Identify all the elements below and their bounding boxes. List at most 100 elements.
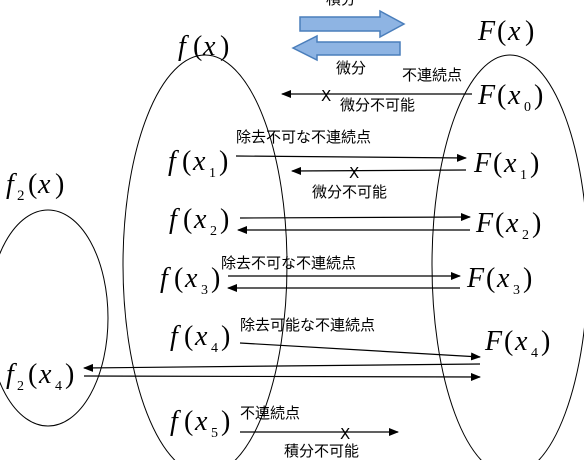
svg-text:F: F	[466, 263, 485, 294]
term-f-x4: f ( x 4 )	[170, 321, 230, 356]
svg-text:F: F	[484, 326, 503, 357]
term-f-x1: f ( x 1 )	[168, 146, 228, 181]
term-f-x3: f ( x 3 )	[160, 263, 220, 298]
svg-text:(: (	[28, 169, 37, 200]
x-mark-x5: X	[340, 425, 350, 443]
svg-text:): )	[541, 326, 550, 357]
term-F-x3: F ( x 3 )	[466, 263, 532, 298]
svg-text:3: 3	[513, 283, 520, 298]
svg-text:F: F	[477, 80, 496, 111]
svg-text:): )	[525, 16, 534, 47]
not-differentiable-label-x1: 微分不可能	[312, 183, 387, 201]
set-f-ellipse	[122, 54, 288, 460]
svg-text:x: x	[194, 321, 208, 352]
svg-text:(: (	[174, 263, 183, 294]
svg-text:f: f	[170, 321, 181, 352]
derivative-label: 微分	[336, 59, 366, 77]
svg-text:x: x	[184, 263, 198, 294]
svg-text:(: (	[497, 16, 506, 47]
svg-text:): )	[221, 321, 230, 352]
svg-text:): )	[211, 263, 220, 294]
integral-label: 積分	[326, 0, 356, 8]
svg-text:f: f	[170, 406, 181, 437]
arrow-f-x4-to-F	[239, 342, 481, 361]
svg-text:(: (	[497, 80, 506, 111]
svg-text:x: x	[505, 208, 519, 239]
svg-text:x: x	[192, 146, 206, 177]
term-f-x5: f ( x 5 )	[170, 406, 230, 441]
svg-text:F: F	[475, 208, 494, 239]
removable-label-x4: 除去可能な不連続点	[240, 316, 375, 334]
svg-text:(: (	[504, 326, 513, 357]
svg-text:2: 2	[17, 379, 24, 394]
svg-text:(: (	[486, 263, 495, 294]
svg-text:(: (	[183, 204, 192, 235]
svg-text:): )	[220, 31, 229, 62]
svg-text:f: f	[169, 204, 180, 235]
svg-text:f: f	[6, 169, 17, 200]
svg-text:1: 1	[209, 166, 216, 181]
term-F-x0: F ( x 0 )	[477, 80, 543, 115]
svg-text:0: 0	[524, 100, 531, 115]
svg-text:(: (	[493, 148, 502, 179]
svg-text:(: (	[28, 359, 37, 390]
discontinuous-label-x5: 不連続点	[240, 404, 300, 422]
svg-text:x: x	[37, 169, 51, 200]
svg-text:x: x	[38, 359, 52, 390]
header-F-x: F ( x )	[477, 16, 534, 47]
svg-text:): )	[221, 406, 230, 437]
svg-text:2: 2	[522, 228, 529, 243]
svg-text:5: 5	[211, 426, 218, 441]
svg-text:): )	[220, 204, 229, 235]
svg-text:(: (	[184, 321, 193, 352]
term-F-x4: F ( x 4 )	[484, 326, 550, 361]
svg-text:): )	[523, 263, 532, 294]
arrow-F-x4-to-f2	[83, 363, 481, 372]
term-f-x2: f ( x 2 )	[169, 204, 229, 239]
svg-text:): )	[219, 146, 228, 177]
term-F-x2: F ( x 2 )	[475, 208, 541, 243]
svg-text:3: 3	[201, 283, 208, 298]
non-removable-label-x1: 除去不可な不連続点	[236, 128, 371, 146]
svg-text:): )	[65, 359, 74, 390]
svg-text:(: (	[184, 406, 193, 437]
svg-text:): )	[55, 169, 64, 200]
not-differentiable-label-x0: 微分不可能	[340, 96, 415, 114]
svg-text:1: 1	[520, 168, 527, 183]
svg-text:): )	[534, 80, 543, 111]
svg-text:f: f	[168, 146, 179, 177]
arrow-f2-to-F-x4	[83, 372, 481, 381]
x-mark-x0: X	[321, 87, 331, 105]
discontinuous-label-x0: 不連続点	[402, 66, 462, 84]
svg-text:4: 4	[531, 346, 538, 361]
svg-text:f: f	[6, 359, 17, 390]
not-integrable-label-x5: 積分不可能	[284, 442, 359, 460]
svg-text:2: 2	[210, 224, 217, 239]
svg-text:F: F	[473, 148, 492, 179]
svg-text:x: x	[193, 204, 207, 235]
svg-text:): )	[532, 208, 541, 239]
svg-text:x: x	[496, 263, 510, 294]
derivative-block-arrow	[291, 34, 401, 62]
svg-text:x: x	[202, 31, 216, 62]
arrow-F-x1-to-f	[291, 166, 467, 175]
svg-text:4: 4	[211, 341, 218, 356]
svg-text:f: f	[160, 263, 171, 294]
term-f2-x4: f 2 ( x 4 )	[6, 359, 74, 394]
arrow-f-x2-to-F	[239, 213, 471, 222]
svg-text:x: x	[514, 326, 528, 357]
svg-text:(: (	[193, 31, 202, 62]
svg-text:(: (	[495, 208, 504, 239]
svg-text:x: x	[503, 148, 517, 179]
svg-text:x: x	[507, 16, 521, 47]
non-removable-label-x3: 除去不可な不連続点	[221, 254, 356, 272]
svg-text:4: 4	[55, 379, 62, 394]
svg-text:f: f	[178, 31, 189, 62]
svg-text:F: F	[477, 16, 496, 47]
svg-text:x: x	[194, 406, 208, 437]
header-f-x: f ( x )	[178, 31, 229, 62]
arrow-f-x1-to-F	[235, 153, 467, 162]
svg-text:): )	[530, 148, 539, 179]
